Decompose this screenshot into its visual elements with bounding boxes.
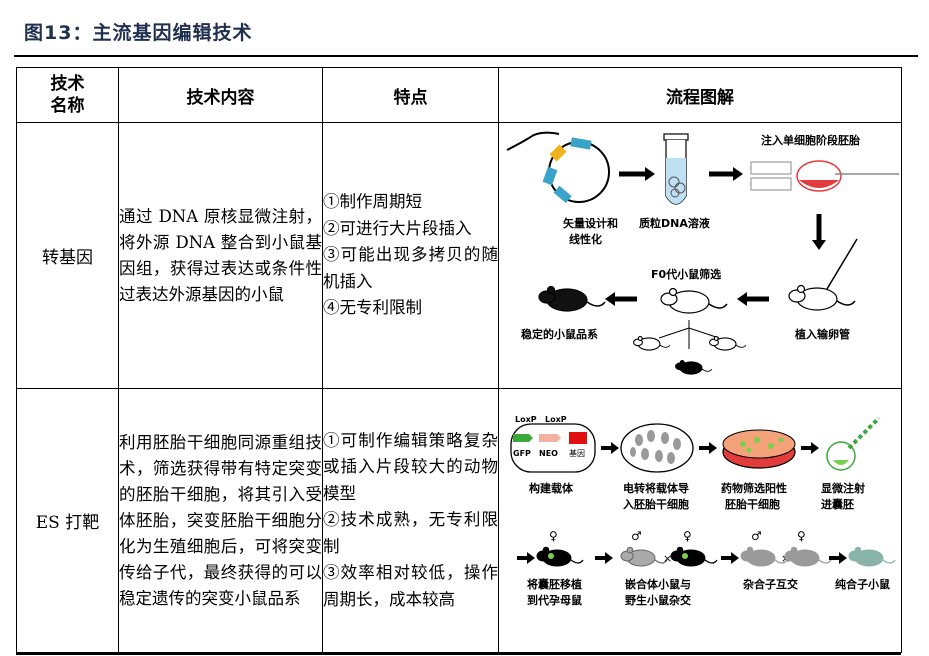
table-row-es-targeting: ES 打靶 利用胚胎干细胞同源重组技术，筛选获得带有特定突变的胚胎干细胞，将其引… bbox=[16, 388, 902, 653]
label-plasmid: 质粒DNA溶液 bbox=[639, 216, 711, 230]
feature-item: ③效率相对较低，操作周期长，成本较高 bbox=[323, 563, 498, 609]
table-bottom-rule bbox=[16, 653, 901, 655]
label-homo: 纯合子小鼠 bbox=[835, 577, 890, 591]
es-flow-diagram: LoxP LoxP GFP NEO 基因 构建载体 bbox=[510, 415, 896, 607]
label-f0: F0代小鼠筛选 bbox=[651, 267, 721, 281]
vector-construct-icon: LoxP LoxP GFP NEO 基因 bbox=[510, 415, 596, 473]
header-name-line-1: 技术 bbox=[50, 74, 85, 94]
label-loxp2: LoxP bbox=[545, 415, 567, 424]
diagram-transgenic: 矢量设计和 线性化 质粒DNA溶液 注入 bbox=[498, 122, 902, 389]
label-vector-line1: 矢量设计和 bbox=[563, 216, 618, 230]
transgenic-flow-diagram: 矢量设计和 线性化 质粒DNA溶液 注入 bbox=[506, 131, 899, 375]
symbol-female: ♀ bbox=[797, 529, 806, 543]
feature-item: ②可进行大片段插入 bbox=[323, 218, 472, 238]
hetero-mouse-icon bbox=[784, 546, 832, 567]
label-electro-line2: 入胚胎干细胞 bbox=[623, 497, 689, 511]
implant-mouse-icon bbox=[788, 238, 858, 311]
vector-ring-icon bbox=[542, 136, 610, 203]
tech-content-es: 利用胚胎干细胞同源重组技术，筛选获得带有特定突变的胚胎干细胞，将其引入受体胚胎，… bbox=[118, 388, 323, 653]
figure-title: 图13：主流基因编辑技术 bbox=[24, 22, 253, 44]
features-transgenic: ①制作周期短 ②可进行大片段插入 ③可能出现多拷贝的随机插入 ④无专利限制 bbox=[322, 122, 499, 389]
label-drug-line1: 药物筛选阳性 bbox=[721, 481, 787, 495]
label-electro-line1: 电转将载体导 bbox=[623, 481, 689, 495]
label-stable: 稳定的小鼠品系 bbox=[521, 327, 598, 341]
wild-mouse-icon bbox=[670, 546, 718, 567]
label-hetero: 杂合子互交 bbox=[743, 577, 798, 591]
chimera-mouse-icon bbox=[620, 546, 668, 567]
homo-mouse-icon bbox=[848, 546, 896, 567]
tech-content-transgenic: 通过 DNA 原核显微注射，将外源 DNA 整合到小鼠基因组，获得过表达或条件性… bbox=[118, 122, 323, 389]
stable-mouse-icon bbox=[538, 285, 606, 312]
blastocyst-injection-icon bbox=[826, 416, 881, 471]
label-gfp: GFP bbox=[513, 449, 531, 458]
label-chimera-line2: 野生小鼠杂交 bbox=[625, 593, 691, 607]
features-es: ①可制作编辑策略复杂或插入片段较大的动物模型 ②技术成熟，无专利限制 ③效率相对… bbox=[322, 388, 499, 653]
table-row-transgenic: 转基因 通过 DNA 原核显微注射，将外源 DNA 整合到小鼠基因组，获得过表达… bbox=[16, 122, 902, 389]
offspring-mouse-icon bbox=[709, 335, 747, 351]
label-micro-line1: 显微注射 bbox=[821, 481, 865, 495]
symbol-male: ♂ bbox=[751, 529, 762, 543]
gene-editing-table: 技术 名称 技术内容 特点 流程图解 转基因 通过 DNA 原核显微注射，将外源… bbox=[16, 67, 902, 653]
title-rule bbox=[14, 55, 918, 57]
surrogate-mouse-icon bbox=[536, 546, 584, 567]
symbol-male: ♂ bbox=[631, 529, 642, 543]
label-inject: 注入单细胞阶段胚胎 bbox=[761, 133, 860, 147]
label-build: 构建载体 bbox=[529, 481, 574, 495]
feature-item: ③可能出现多拷贝的随机插入 bbox=[323, 245, 498, 291]
header-features: 特点 bbox=[322, 67, 499, 123]
header-tech-name: 技术 名称 bbox=[16, 67, 119, 123]
tech-name-transgenic: 转基因 bbox=[16, 122, 119, 389]
diagram-es: LoxP LoxP GFP NEO 基因 构建载体 bbox=[498, 388, 902, 653]
label-micro-line2: 进囊胚 bbox=[821, 497, 854, 511]
label-vector-line2: 线性化 bbox=[569, 232, 602, 246]
feature-item: ①可制作编辑策略复杂或插入片段较大的动物模型 bbox=[323, 430, 498, 503]
symbol-female: ♀ bbox=[549, 529, 558, 543]
dna-strand-icon bbox=[506, 131, 560, 151]
label-gene: 基因 bbox=[569, 448, 585, 458]
label-implant: 植入输卵管 bbox=[794, 327, 850, 341]
petri-dish-icon bbox=[722, 429, 796, 469]
offspring-mouse-icon bbox=[633, 335, 671, 351]
offspring-mouse-icon bbox=[675, 359, 713, 375]
label-loxp1: LoxP bbox=[515, 415, 537, 424]
label-chimera-line1: 嵌合体小鼠与 bbox=[625, 577, 691, 591]
feature-item: ②技术成熟，无专利限制 bbox=[323, 510, 498, 556]
label-transplant-line1: 将囊胚移植 bbox=[527, 577, 582, 591]
es-cell-icon bbox=[620, 422, 694, 473]
header-tech-content: 技术内容 bbox=[118, 67, 323, 123]
header-diagram: 流程图解 bbox=[498, 67, 902, 123]
feature-item: ④无专利限制 bbox=[323, 298, 422, 318]
symbol-female: ♀ bbox=[683, 529, 692, 543]
symbol-cross: × bbox=[663, 552, 672, 565]
label-neo: NEO bbox=[539, 449, 558, 458]
tech-name-es: ES 打靶 bbox=[16, 388, 119, 653]
embryo-injection-icon bbox=[750, 159, 899, 192]
test-tube-icon bbox=[663, 132, 689, 205]
f0-mouse-icon bbox=[660, 287, 728, 314]
table-header-row: 技术 名称 技术内容 特点 流程图解 bbox=[16, 67, 902, 123]
header-name-line-2: 名称 bbox=[50, 96, 85, 116]
label-drug-line2: 胚胎干细胞 bbox=[724, 497, 780, 511]
label-transplant-line2: 到代孕母鼠 bbox=[527, 593, 582, 607]
feature-item: ①制作周期短 bbox=[323, 192, 422, 212]
